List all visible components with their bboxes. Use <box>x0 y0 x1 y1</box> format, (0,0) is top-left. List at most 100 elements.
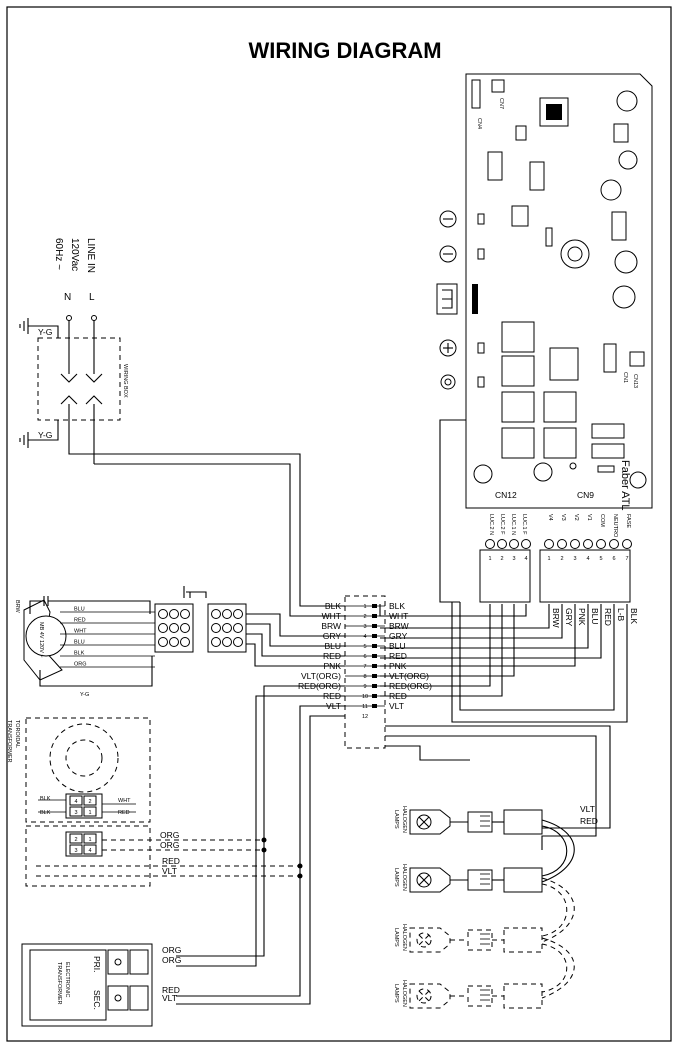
cn12-terminal-block <box>479 549 531 603</box>
ground-label-top: Y-G <box>38 327 52 337</box>
dashed-wire-label: RED <box>162 856 180 866</box>
cn4-label: CN4 <box>476 118 482 129</box>
fuse-2 <box>591 443 625 459</box>
plug-pin-number: 3 <box>74 848 77 854</box>
cn12-label: CN12 <box>495 490 517 500</box>
board-wire-label: L-B <box>616 608 626 622</box>
plug-pin-number: 1 <box>88 837 91 843</box>
terminal-screw <box>372 644 377 648</box>
plug-pin <box>169 623 179 633</box>
toroid-box <box>25 717 151 823</box>
plug-pin <box>211 609 221 619</box>
terminal-screw <box>372 674 377 678</box>
cn12-pin <box>509 539 519 549</box>
terminal-screw <box>372 624 377 628</box>
toroid-red: RED <box>118 810 130 816</box>
electronic-wire-label: RED <box>162 985 180 995</box>
capacitor-5 <box>612 285 636 309</box>
line-in-label: LINE IN <box>85 238 96 273</box>
terminal-screw <box>372 704 377 708</box>
cn13-label: CN13 <box>632 374 638 388</box>
electronic-transformer: ELECTRONIC TRANSFORMER PRI. SEC. ORGORGR… <box>21 943 181 1027</box>
cn9-pin-label: V1 <box>586 514 592 521</box>
cn12-pin-number: 4 <box>524 556 527 562</box>
plug-pin <box>233 623 243 633</box>
lamp-socket <box>503 983 543 1009</box>
chip-die <box>546 104 562 120</box>
cn9-pin <box>622 539 632 549</box>
plug-pin <box>180 637 190 647</box>
terminal-left-label: WHT <box>322 611 341 621</box>
cn9-pin-number: 1 <box>547 556 550 562</box>
ic-chip-3 <box>611 211 627 241</box>
board-wire-label: RED <box>603 608 613 626</box>
electronic-wire-label: ORG <box>162 945 181 955</box>
resistor <box>545 227 553 247</box>
terminal-right-label: BLU <box>389 641 406 651</box>
plug-pin <box>180 609 190 619</box>
electronic-label-1: ELECTRONIC <box>64 962 70 997</box>
terminal-screw <box>372 654 377 658</box>
component-b <box>613 123 629 143</box>
terminal-number: 4 <box>363 634 366 640</box>
cn12-pin <box>521 539 531 549</box>
board-wire-label: GRY <box>564 608 574 627</box>
lamp-label-2: LAMPS <box>393 868 399 887</box>
electronic-sec: SEC. <box>92 990 102 1010</box>
plug-pin <box>222 609 232 619</box>
plug-pin <box>211 623 221 633</box>
electronic-label-2: TRANSFORMER <box>56 962 62 1005</box>
dashed-wire-label: ORG <box>160 840 179 850</box>
line-in-n: N <box>64 292 71 303</box>
plug-pin-number: 4 <box>74 799 77 805</box>
terminal-left-label: VLT(ORG) <box>301 671 341 681</box>
plug-pin-number: 3 <box>74 810 77 816</box>
terminal-right-label: RED(ORG) <box>389 681 432 691</box>
terminal-strip-outline <box>344 595 386 749</box>
relay-7 <box>549 347 579 381</box>
plug-pin <box>158 623 168 633</box>
toroid-blk-1: BLK <box>40 796 51 802</box>
cn9-pin-label: V4 <box>547 514 553 521</box>
terminal-number: 9 <box>363 684 366 690</box>
motor-connector-plug <box>154 586 247 653</box>
cn9-pin-number: 7 <box>625 556 628 562</box>
terminal-right-label: VLT <box>389 701 404 711</box>
terminal-screw <box>372 694 377 698</box>
relay-4 <box>543 391 577 423</box>
terminal-number: 10 <box>362 694 368 700</box>
cn7-label: CN7 <box>498 98 504 109</box>
lamp-plug <box>467 929 493 951</box>
terminal-number: 7 <box>363 664 366 670</box>
lamp-socket <box>503 927 543 953</box>
ic-chip-2 <box>529 161 545 191</box>
mount-hole-right <box>629 471 647 489</box>
terminal-number: 8 <box>363 674 366 680</box>
cn12-pin-label: LUC.1 F <box>521 514 527 535</box>
relay-5 <box>501 427 535 459</box>
cn9-pin <box>544 539 554 549</box>
terminal-right-label: RED <box>389 651 407 661</box>
terminal-left-label: BRW <box>321 621 341 631</box>
cn12-pin-number: 3 <box>512 556 515 562</box>
lamp-wire-red: RED <box>580 816 598 826</box>
motor-wire-label: BLU <box>74 607 85 613</box>
motor-rating: MB 4V 120V ~ <box>38 622 44 658</box>
lamp-label-1: HALOGEN <box>401 980 407 1007</box>
board-wire-label: BLU <box>590 608 600 625</box>
lamp-socket <box>503 867 543 893</box>
capacitor-2 <box>618 150 638 170</box>
lamp-label-2: LAMPS <box>393 810 399 829</box>
halogen-lamps: HALOGENLAMPSHALOGENLAMPSHALOGENLAMPSHALO… <box>393 806 575 1009</box>
cn9-pin-label: NEUTRO <box>612 514 618 538</box>
